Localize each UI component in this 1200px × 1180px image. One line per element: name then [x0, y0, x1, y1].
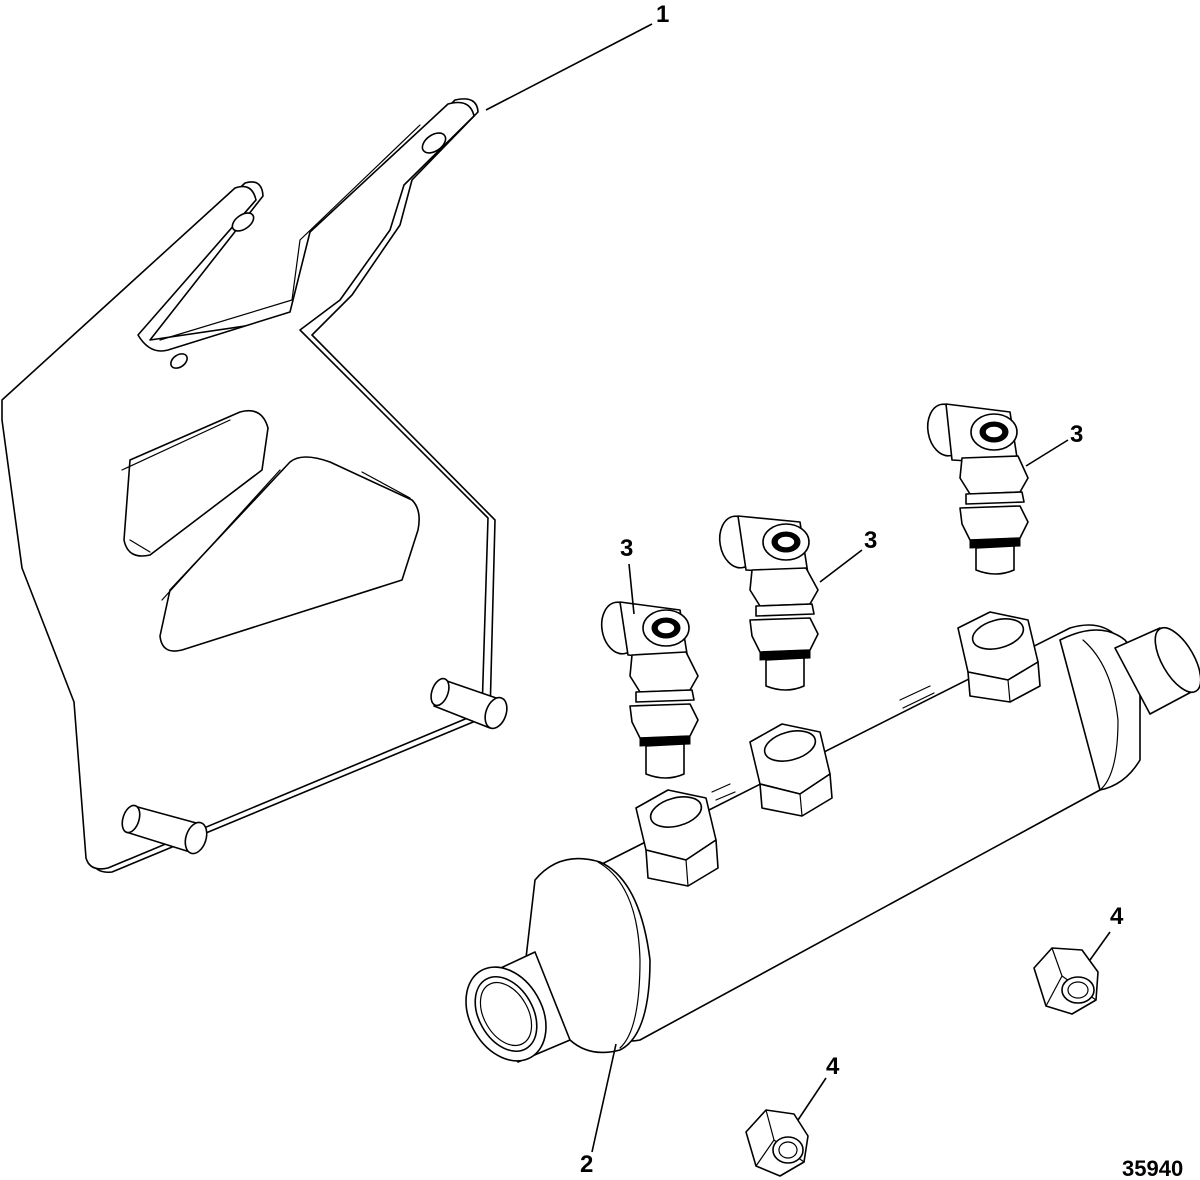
callouts: 1 2 3 3 3 4 4 — [580, 1, 1124, 1178]
leader-4b — [797, 1077, 827, 1121]
elbow-fitting-a — [600, 601, 699, 779]
callout-4b: 4 — [826, 1053, 840, 1080]
cooler-hex-boss-middle — [749, 723, 833, 817]
leader-3b — [819, 549, 863, 583]
leader-4a — [1089, 931, 1111, 961]
lock-nut-a — [1033, 947, 1099, 1015]
leader-1 — [485, 23, 653, 111]
cooler-assembly — [465, 611, 1200, 1063]
callout-4a: 4 — [1110, 903, 1124, 930]
elbow-fitting-b — [718, 515, 819, 691]
leader-3a — [628, 563, 635, 615]
bracket-pin-lower — [121, 804, 208, 855]
elbow-fitting-c — [926, 403, 1029, 575]
callout-3a: 3 — [620, 535, 633, 562]
callout-3b: 3 — [864, 527, 877, 554]
leader-3c — [1025, 439, 1069, 467]
leader-2 — [591, 1043, 617, 1153]
bracket-pin-upper — [430, 677, 508, 730]
lock-nut-b — [745, 1109, 809, 1177]
figure-number: 35940 — [1122, 1156, 1183, 1180]
callout-3c: 3 — [1070, 421, 1083, 448]
callout-1: 1 — [656, 1, 669, 28]
cooler-hex-boss-right — [957, 611, 1041, 703]
mounting-bracket — [1, 98, 508, 874]
leader-lines — [485, 23, 1111, 1153]
callout-2: 2 — [580, 1151, 593, 1178]
cooler-hex-boss-left — [635, 789, 719, 887]
